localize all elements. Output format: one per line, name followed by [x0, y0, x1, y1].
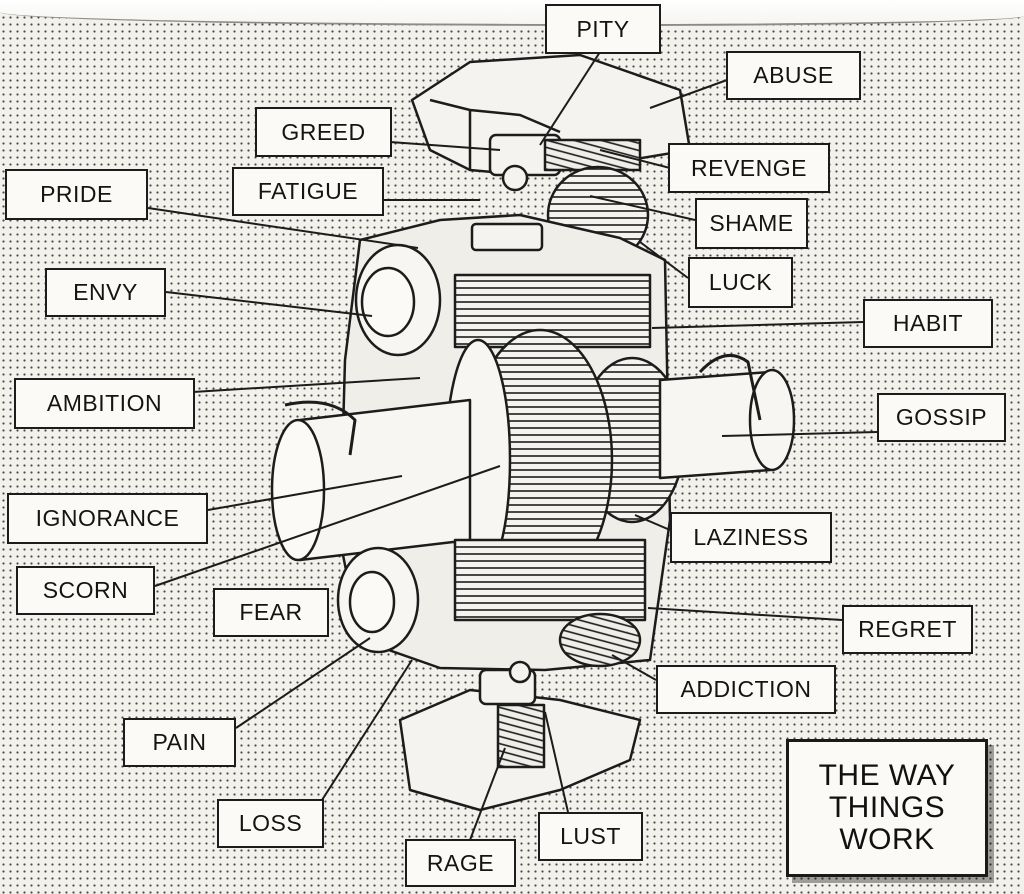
leader-envy	[165, 291, 373, 317]
title-line-2: THINGS	[828, 791, 946, 824]
label-envy: ENVY	[45, 268, 166, 317]
label-scorn: SCORN	[16, 566, 155, 615]
leader-rage	[469, 747, 506, 841]
lower-right-gear	[558, 612, 642, 668]
lower-cylinder-hub	[348, 570, 396, 634]
right-shaft-key	[698, 353, 762, 421]
label-loss: LOSS	[217, 799, 324, 848]
leader-greed	[389, 141, 501, 151]
label-gossip: GOSSIP	[877, 393, 1006, 442]
leader-scorn	[154, 465, 501, 587]
bottom-nut	[508, 660, 532, 684]
leader-lust	[544, 711, 569, 813]
title-line-1: THE WAY	[818, 759, 956, 792]
top-mount-bracket	[429, 98, 561, 170]
paper-curl	[0, 0, 1024, 26]
label-shame: SHAME	[695, 198, 808, 249]
upper-cylinder-hub	[360, 266, 416, 338]
label-rage: RAGE	[405, 839, 516, 887]
title-line-3: WORK	[839, 823, 935, 856]
label-luck: LUCK	[688, 257, 793, 308]
right-shaft-end	[748, 368, 796, 472]
leader-revenge	[599, 149, 671, 169]
label-addiction: ADDICTION	[656, 665, 836, 714]
left-shaft-key	[284, 400, 357, 456]
label-regret: REGRET	[842, 605, 973, 654]
left-shaft-end	[270, 418, 326, 562]
label-habit: HABIT	[863, 299, 993, 348]
top-spring	[543, 138, 642, 172]
leader-luck	[639, 241, 689, 279]
label-revenge: REVENGE	[668, 143, 830, 193]
top-nut	[501, 164, 529, 192]
label-ambition: AMBITION	[14, 378, 195, 429]
housing-cap	[470, 222, 544, 252]
label-ignorance: IGNORANCE	[7, 493, 208, 544]
label-fatigue: FATIGUE	[232, 167, 384, 216]
leader-pity	[539, 51, 601, 146]
label-greed: GREED	[255, 107, 392, 157]
title-box: THE WAY THINGS WORK	[786, 739, 988, 877]
leader-ambition	[192, 377, 421, 393]
bottom-spring	[496, 703, 546, 769]
leader-habit	[651, 321, 864, 329]
leader-pain	[235, 637, 371, 729]
lower-gear-band	[453, 538, 647, 622]
label-abuse: ABUSE	[726, 51, 861, 100]
left-shaft	[298, 398, 472, 562]
leader-shame	[589, 195, 696, 221]
leader-loss	[321, 659, 413, 801]
label-pride: PRIDE	[5, 169, 148, 220]
label-laziness: LAZINESS	[670, 512, 832, 563]
label-lust: LUST	[538, 812, 643, 861]
leader-addiction	[611, 654, 657, 681]
label-fear: FEAR	[213, 588, 329, 637]
leader-regret	[647, 607, 843, 621]
leader-gossip	[721, 431, 878, 437]
leader-ignorance	[207, 475, 403, 511]
leader-pride	[147, 207, 419, 249]
leader-abuse	[649, 79, 728, 109]
label-pain: PAIN	[123, 718, 236, 767]
leader-laziness	[634, 514, 671, 531]
label-pity: PITY	[545, 4, 661, 54]
